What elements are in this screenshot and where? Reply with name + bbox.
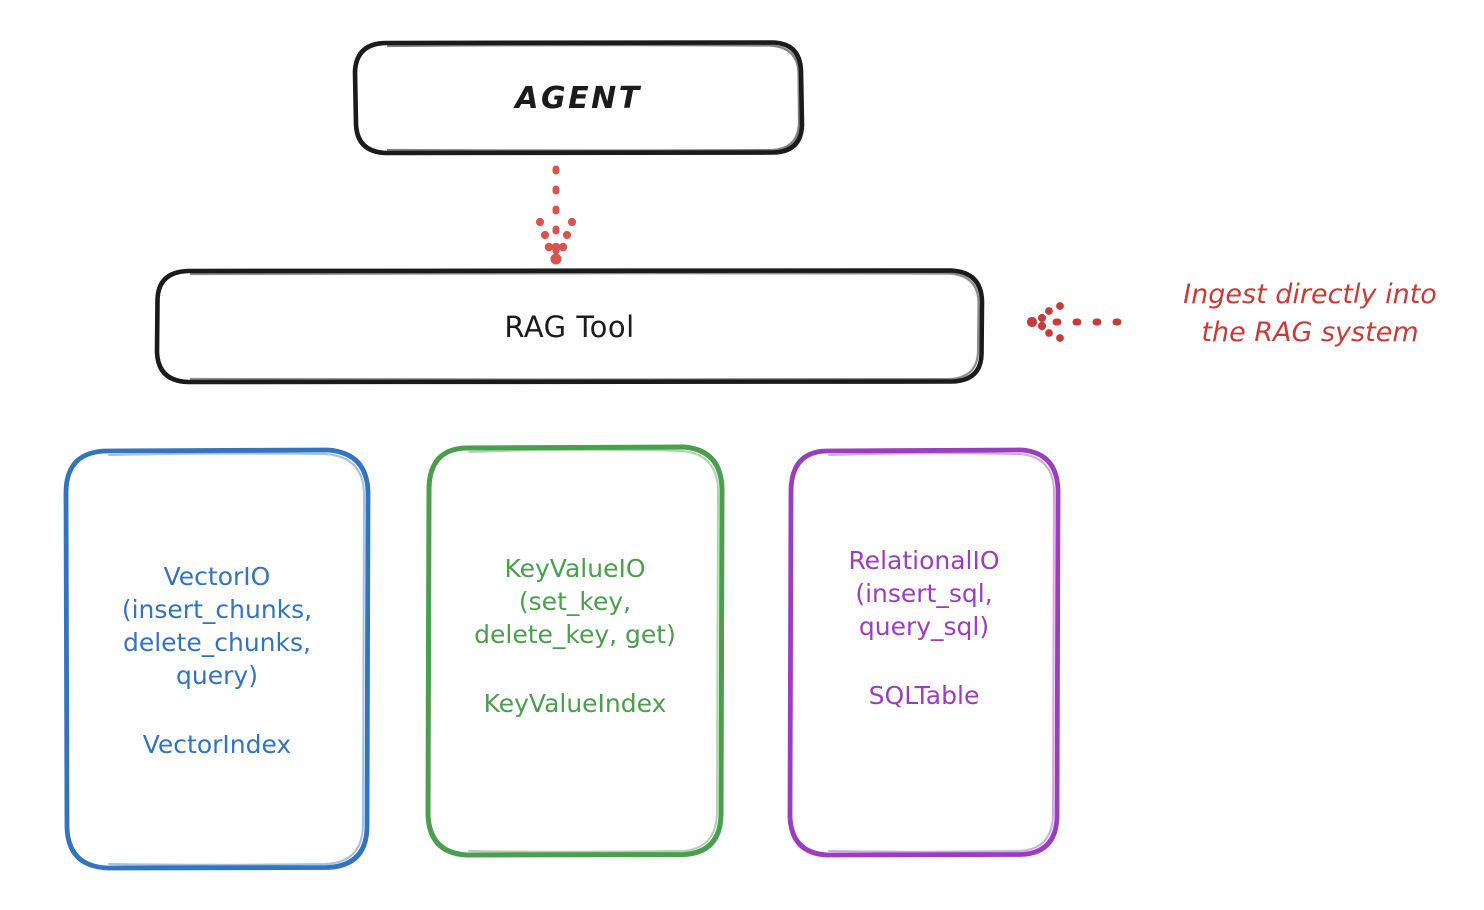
- vector-io-content: VectorIO (insert_chunks, delete_chunks, …: [122, 560, 312, 759]
- relational-io-api-label: RelationalIO (insert_sql, query_sql): [848, 545, 1000, 641]
- key-value-io-api-label: KeyValueIO (set_key, delete_key, get): [474, 554, 676, 649]
- node-rag-tool-label: RAG Tool: [504, 309, 635, 344]
- node-vector-io[interactable]: VectorIO (insert_chunks, delete_chunks, …: [66, 450, 368, 868]
- node-relational-io[interactable]: RelationalIO (insert_sql, query_sql) SQL…: [790, 450, 1058, 855]
- node-rag-tool[interactable]: RAG Tool: [157, 270, 982, 383]
- node-agent[interactable]: AGENT: [355, 42, 802, 154]
- annotation-ingest-directly: Ingest directly into the RAG system: [1183, 279, 1437, 349]
- vector-io-api-label: VectorIO (insert_chunks, delete_chunks, …: [121, 561, 313, 690]
- ingest-to-rag-tool-arrow: [1026, 302, 1139, 342]
- node-agent-label: AGENT: [515, 80, 642, 116]
- key-value-io-index-label: KeyValueIndex: [483, 689, 667, 718]
- vector-io-index-label: VectorIndex: [142, 729, 292, 759]
- node-key-value-io[interactable]: KeyValueIO (set_key, delete_key, get) Ke…: [428, 447, 722, 855]
- relational-io-content: RelationalIO (insert_sql, query_sql) SQL…: [848, 544, 999, 710]
- agent-to-rag-tool-arrow: [535, 165, 577, 265]
- key-value-io-content: KeyValueIO (set_key, delete_key, get) Ke…: [474, 552, 676, 718]
- relational-io-index-label: SQLTable: [868, 680, 980, 710]
